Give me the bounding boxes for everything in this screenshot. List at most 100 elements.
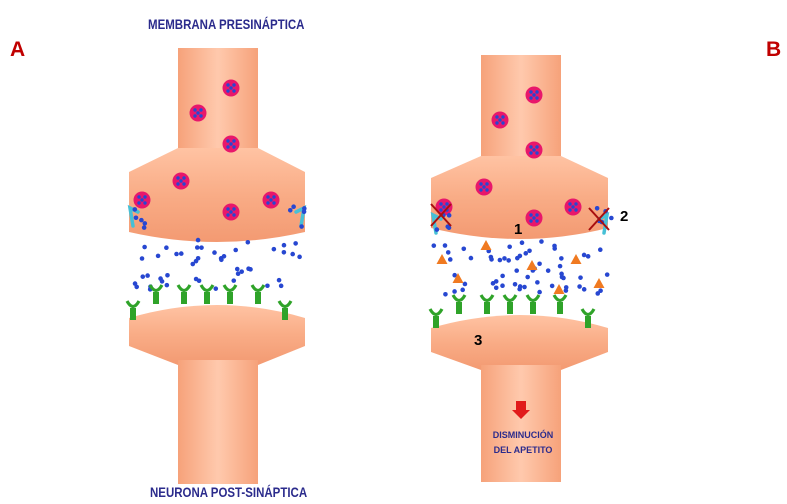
- receptor: [554, 295, 566, 314]
- postsynaptic-dendrite-a: [178, 360, 258, 484]
- receptor-stem: [227, 292, 233, 304]
- vesicle-content-dot: [199, 108, 202, 111]
- vesicle: [492, 112, 509, 129]
- drug-triangle: [437, 254, 448, 264]
- neurotransmitter-dot: [272, 247, 277, 252]
- drug-triangle: [527, 260, 538, 270]
- vesicle-content-dot: [535, 90, 538, 93]
- receptor-stem: [507, 302, 513, 314]
- neurotransmitter-dot: [142, 221, 147, 226]
- neurotransmitter-dot: [460, 288, 465, 293]
- vesicle: [134, 192, 151, 209]
- neurotransmitter-dot: [539, 239, 544, 244]
- vesicle: [565, 199, 582, 216]
- vesicle-content-dot: [143, 201, 146, 204]
- neurotransmitter-dot: [522, 285, 527, 290]
- vesicle-content-dot: [479, 182, 482, 185]
- presynaptic-axon-b: [481, 55, 561, 159]
- vesicle-content-dot: [232, 139, 235, 142]
- vesicle-content-dot: [529, 96, 532, 99]
- vesicle-content-dot: [193, 114, 196, 117]
- vesicle-content-dot: [485, 182, 488, 185]
- vesicle-content-dot: [571, 205, 574, 208]
- neurotransmitter-dot: [448, 257, 453, 262]
- receptor-stem: [181, 292, 187, 304]
- neurotransmitter-dot: [595, 206, 600, 211]
- neurotransmitter-dot: [179, 251, 184, 256]
- vesicle-content-dot: [532, 148, 535, 151]
- neurotransmitter-dot: [577, 284, 582, 289]
- receptor-head: [527, 295, 539, 301]
- neurotransmitter-dot: [447, 213, 452, 218]
- vesicle: [476, 179, 493, 196]
- neurotransmitter-dot: [461, 246, 466, 251]
- neurotransmitter-dot: [196, 256, 201, 261]
- neurotransmitter-dot: [598, 247, 603, 252]
- drug-triangle: [571, 254, 582, 264]
- drug-triangle: [481, 240, 492, 250]
- vesicle: [526, 87, 543, 104]
- neurotransmitter-dot: [523, 251, 528, 256]
- vesicle-content-dot: [272, 195, 275, 198]
- neurotransmitter-dot: [212, 250, 217, 255]
- neurotransmitter-dot: [156, 254, 161, 259]
- vesicle-content-dot: [439, 202, 442, 205]
- vesicle-content-dot: [479, 188, 482, 191]
- vesicle-content-dot: [232, 83, 235, 86]
- marker-2: 2: [620, 208, 628, 225]
- vesicle: [173, 173, 190, 190]
- neurotransmitter-dot: [605, 272, 610, 277]
- neurotransmitter-dot: [145, 273, 150, 278]
- vesicle: [263, 192, 280, 209]
- vesicle-content-dot: [529, 213, 532, 216]
- vesicle-content-dot: [182, 182, 185, 185]
- vesicle-content-dot: [232, 213, 235, 216]
- neurotransmitter-dot: [507, 244, 512, 249]
- vesicle-content-dot: [143, 195, 146, 198]
- vesicle-content-dot: [226, 207, 229, 210]
- receptor: [504, 295, 516, 314]
- neurotransmitter-dot: [582, 253, 587, 258]
- drug-triangle: [554, 284, 565, 294]
- vesicle-content-dot: [226, 145, 229, 148]
- neurotransmitter-dot: [231, 278, 236, 283]
- neurotransmitter-dot: [134, 215, 139, 220]
- neurotransmitter-dot: [463, 282, 468, 287]
- presynaptic-axon-a: [178, 48, 258, 152]
- vesicle-content-dot: [445, 202, 448, 205]
- neurotransmitter-dot: [520, 240, 525, 245]
- neurotransmitter-dot: [469, 256, 474, 261]
- receptor-stem: [204, 292, 210, 304]
- neurotransmitter-dot: [165, 283, 170, 288]
- vesicle-content-dot: [137, 195, 140, 198]
- neurotransmitter-dot: [165, 273, 170, 278]
- postsynaptic-terminal-b: [431, 315, 608, 370]
- vesicle-content-dot: [501, 121, 504, 124]
- neurotransmitter-dot: [546, 268, 551, 273]
- neurotransmitter-dot: [299, 224, 304, 229]
- vesicle-content-dot: [176, 176, 179, 179]
- vesicle-content-dot: [574, 208, 577, 211]
- neurotransmitter-dot: [550, 284, 555, 289]
- neurotransmitter-dot: [535, 280, 540, 285]
- neurotransmitter-dot: [559, 272, 564, 277]
- neurotransmitter-dot: [431, 243, 436, 248]
- vesicle-content-dot: [439, 208, 442, 211]
- vesicle-content-dot: [529, 219, 532, 222]
- vesicle-content-dot: [485, 188, 488, 191]
- vesicle-content-dot: [498, 118, 501, 121]
- neurotransmitter-dot: [282, 243, 287, 248]
- drug-triangle: [594, 278, 605, 288]
- vesicle-content-dot: [229, 210, 232, 213]
- neurotransmitter-dot: [140, 256, 145, 261]
- receptor: [527, 295, 539, 314]
- neurotransmitter-dot: [494, 285, 499, 290]
- vesicle-content-dot: [568, 202, 571, 205]
- neurotransmitter-dot: [435, 227, 440, 232]
- neurotransmitter-dot: [558, 264, 563, 269]
- vesicle-content-dot: [532, 216, 535, 219]
- vesicle-content-dot: [229, 86, 232, 89]
- receptor: [201, 285, 213, 304]
- vesicle-content-dot: [442, 205, 445, 208]
- presynaptic-membrane-label: MEMBRANA PRESINÁPTICA: [148, 16, 304, 32]
